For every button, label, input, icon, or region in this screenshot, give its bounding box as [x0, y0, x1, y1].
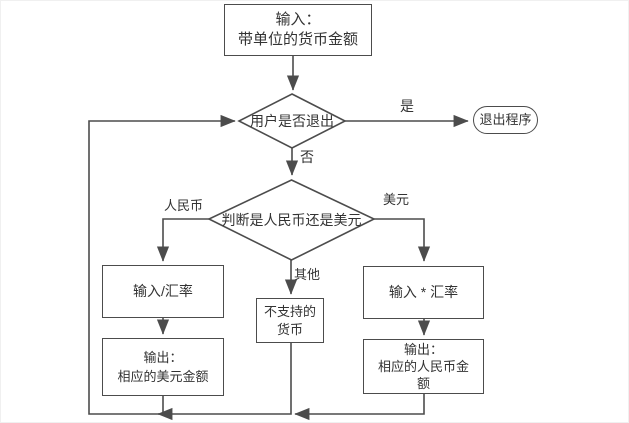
- node-input-amount: 输入： 带单位的货币金额: [224, 4, 372, 56]
- node-unsupported-line1: 不支持的: [263, 303, 316, 319]
- node-input-amount-line1: 输入：: [275, 11, 321, 28]
- node-input-amount-line2: 带单位的货币金额: [237, 31, 358, 48]
- node-unsupported-line2: 货币: [276, 321, 303, 337]
- edge-unsupported-loop: [157, 343, 292, 421]
- node-multiply-rate: 输入 * 汇率: [363, 266, 484, 319]
- edge-label-usd: 美元: [383, 192, 410, 207]
- node-output-rmb: 输出： 相应的人民币金 额: [363, 339, 484, 394]
- node-output-rmb-line3: 额: [416, 376, 430, 391]
- node-output-rmb-line2: 相应的人民币金: [377, 359, 469, 374]
- edge-label-no: 否: [300, 149, 314, 165]
- decision-exit-diamond: [237, 93, 347, 149]
- edge-output-usd-loopback: [88, 114, 236, 415]
- node-output-usd-line1: 输出：: [143, 350, 183, 365]
- node-exit-program: 退出程序: [473, 106, 538, 134]
- decision-currency-diamond: [207, 179, 376, 261]
- node-unsupported-currency: 不支持的 货币: [256, 298, 324, 343]
- edge-label-other: 其他: [294, 267, 321, 282]
- node-multiply-rate-label: 输入 * 汇率: [388, 284, 459, 301]
- edge-label-rmb: 人民币: [164, 198, 204, 213]
- edge-output-rmb-loop: [294, 394, 425, 421]
- node-output-usd: 输出： 相应的美元金额: [102, 338, 224, 396]
- node-output-usd-line2: 相应的美元金额: [117, 369, 209, 384]
- node-exit-program-label: 退出程序: [479, 112, 532, 128]
- edge-decision-currency-rmb: [156, 218, 209, 262]
- edge-label-yes: 是: [400, 98, 414, 114]
- node-divide-rate: 输入/汇率: [102, 265, 224, 318]
- edge-decision-currency-usd: [374, 218, 431, 262]
- node-divide-rate-label: 输入/汇率: [133, 283, 193, 300]
- node-output-rmb-line1: 输出：: [403, 342, 443, 357]
